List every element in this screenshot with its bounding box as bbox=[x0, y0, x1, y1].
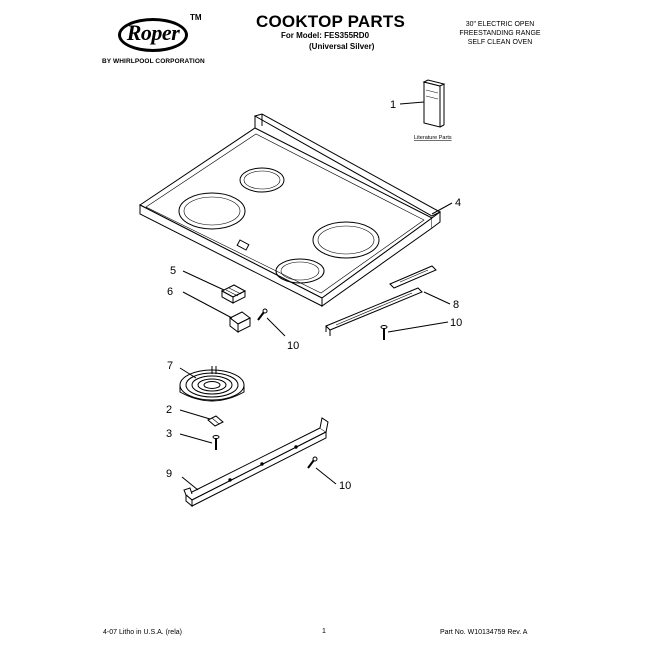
leader-line bbox=[179, 409, 211, 420]
leader-line bbox=[431, 202, 453, 215]
corporation-line: BY WHIRLPOOL CORPORATION bbox=[102, 58, 205, 65]
callout-3: 3 bbox=[166, 428, 172, 440]
cooktop-support-bracket bbox=[183, 417, 329, 508]
element-receptacle bbox=[220, 284, 247, 304]
callout-4: 4 bbox=[455, 197, 461, 209]
leader-line bbox=[315, 467, 337, 485]
callout-5: 5 bbox=[170, 265, 176, 277]
screw bbox=[380, 325, 388, 340]
small-front-right-burner-ring bbox=[275, 258, 325, 284]
callout-7: 7 bbox=[167, 360, 173, 372]
model-line: For Model: FES355RD0 bbox=[281, 31, 370, 40]
leader-line bbox=[387, 321, 449, 333]
roper-logo-word: Roper bbox=[126, 20, 180, 45]
range-description: 30" ELECTRIC OPEN FREESTANDING RANGE SEL… bbox=[440, 20, 560, 47]
callout-10: 10 bbox=[287, 340, 299, 352]
range-description-line: FREESTANDING RANGE bbox=[459, 30, 541, 37]
page-number: 1 bbox=[322, 628, 326, 635]
terminal-screw bbox=[212, 435, 220, 450]
part-number: Part No. W10134759 Rev. A bbox=[440, 629, 528, 636]
leader-line bbox=[182, 270, 225, 291]
element-clip bbox=[207, 415, 224, 427]
roper-logo-oval bbox=[118, 18, 188, 52]
leader-line bbox=[181, 476, 199, 491]
callout-10: 10 bbox=[450, 317, 462, 329]
leader-line bbox=[179, 433, 213, 444]
literature-parts-booklet bbox=[422, 79, 446, 128]
side-bracket-lower bbox=[325, 287, 423, 336]
leader-line bbox=[182, 291, 233, 319]
receptacle-bracket bbox=[229, 311, 251, 333]
callout-2: 2 bbox=[166, 404, 172, 416]
large-right-burner-ring bbox=[312, 221, 380, 259]
callout-6: 6 bbox=[167, 286, 173, 298]
small-rear-left-burner-ring bbox=[239, 167, 285, 193]
trademark-mark: TM bbox=[190, 13, 202, 22]
screw bbox=[257, 308, 268, 321]
screw bbox=[307, 456, 318, 469]
surface-element-coil bbox=[179, 366, 245, 402]
callout-10: 10 bbox=[339, 480, 351, 492]
leader-line bbox=[266, 317, 286, 337]
literature-parts-label: Literature Parts bbox=[414, 135, 452, 141]
color-line: (Universal Silver) bbox=[309, 42, 375, 51]
footer-printing-note: 4-07 Litho in U.S.A. (rela) bbox=[103, 629, 182, 636]
leader-line bbox=[179, 367, 197, 379]
leader-line bbox=[423, 291, 451, 305]
range-description-line: 30" ELECTRIC OPEN bbox=[465, 21, 535, 28]
leader-line bbox=[399, 101, 425, 105]
callout-1: 1 bbox=[390, 99, 396, 111]
page-title: COOKTOP PARTS bbox=[256, 12, 406, 31]
large-front-left-burner-ring bbox=[178, 192, 246, 230]
range-description-line: SELF CLEAN OVEN bbox=[467, 39, 533, 46]
cooktop-panel bbox=[139, 113, 442, 307]
callout-8: 8 bbox=[453, 299, 459, 311]
callout-9: 9 bbox=[166, 468, 172, 480]
side-bracket-upper bbox=[389, 265, 437, 289]
